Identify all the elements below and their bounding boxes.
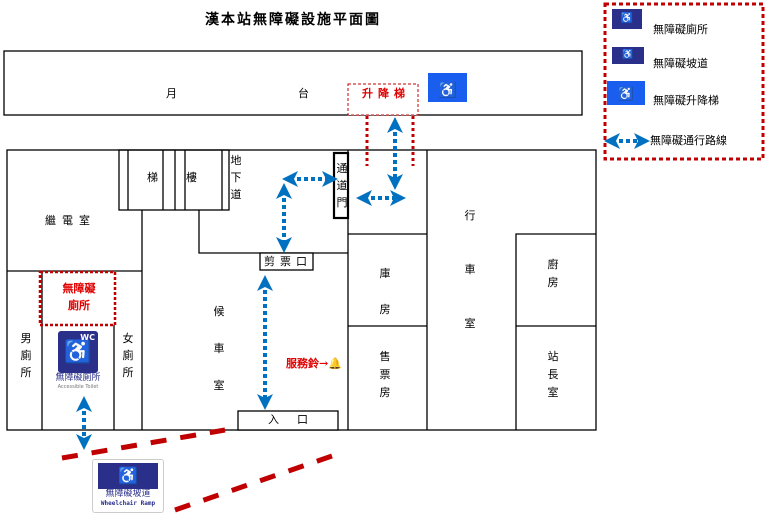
ramp-sign-zh: 無障礙坡道 — [105, 489, 151, 499]
accessible-toilet-icon: ♿ — [612, 9, 642, 29]
wheelchair-icon: ♿WC — [58, 331, 98, 373]
passage-door-label: 通道門 — [336, 162, 348, 209]
platform-label-right: 台 — [298, 87, 309, 100]
legend-box — [603, 2, 765, 161]
toilet-sign-zh: 無障礙廁所 — [55, 373, 101, 383]
elevator-label: 升降梯 — [362, 87, 410, 100]
stairs — [118, 149, 230, 211]
toilet-sign-en: Accessible Toilet — [57, 384, 99, 390]
entrance-label: 入口 — [268, 413, 326, 426]
page-title: 漢本站無障礙設施平面圖 — [205, 12, 381, 28]
relay-room-label: 繼電室 — [45, 214, 96, 227]
elevator-label-box — [347, 83, 419, 116]
warehouse-label: 庫房 — [379, 267, 391, 316]
legend-label: 無障礙通行路線 — [650, 134, 727, 147]
platform-outline — [3, 50, 583, 116]
accessible-toilet-box — [38, 270, 117, 327]
underpass-label: 地下道 — [230, 154, 242, 201]
legend-label: 無障礙廁所 — [653, 23, 708, 36]
ramp-icon: ♿ — [98, 463, 158, 489]
ticket-office-label: 售票房 — [379, 350, 391, 399]
ticket-gate-label: 剪票口 — [264, 255, 312, 268]
stationmaster-office-label: 站長室 — [547, 350, 559, 399]
stairs-label-left: 梯 — [147, 171, 158, 184]
accessible-toilet-label: 無障礙廁所 — [62, 282, 96, 312]
accessible-elevator-icon: ♿ — [607, 81, 645, 105]
accessible-route-arrows — [76, 117, 650, 450]
wc-badge: WC — [80, 333, 95, 342]
stairs-label-right: 樓 — [186, 171, 197, 184]
waiting-room-label: 候車室 — [213, 305, 225, 392]
womens-toilet-label: 女廁所 — [122, 332, 134, 379]
platform-label-left: 月 — [166, 87, 177, 100]
legend-label: 無障礙升降梯 — [653, 94, 719, 107]
accessible-toilet-sign: ♿WC 無障礙廁所 Accessible Toilet — [52, 330, 104, 396]
wheelchair-ramp-icon: ♿ — [612, 47, 644, 64]
wheelchair-ramp-sign: ♿ 無障礙坡道 Wheelchair Ramp — [92, 459, 164, 513]
kitchen-label: 廚房 — [547, 258, 559, 289]
service-bell-label: 服務鈴→🔔 — [286, 357, 342, 370]
legend-label: 無障礙坡道 — [653, 57, 708, 70]
accessible-elevator-icon: ♿ — [428, 73, 467, 102]
ramp-sign-en: Wheelchair Ramp — [100, 500, 156, 507]
operations-room-label: 行車室 — [464, 209, 476, 330]
mens-toilet-label: 男廁所 — [20, 332, 32, 379]
